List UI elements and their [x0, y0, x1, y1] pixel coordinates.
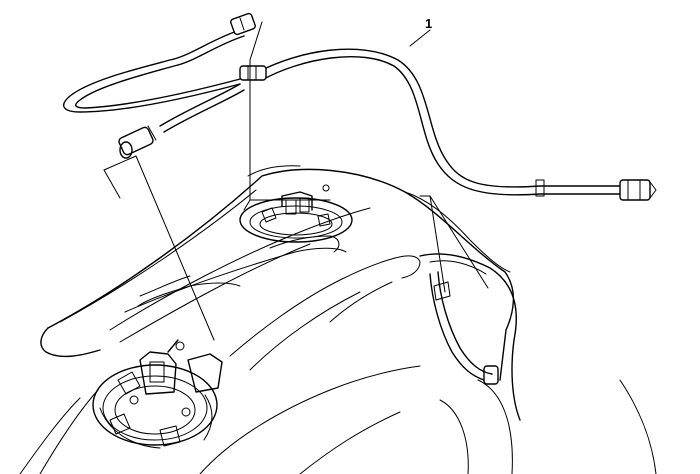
- tank-rear-connector: [429, 271, 499, 385]
- fuel-feed-pipe: [62, 12, 657, 201]
- lower-fuel-pump-module: [92, 339, 223, 449]
- upper-fuel-pump-module: [239, 184, 353, 243]
- leader-lines: [103, 21, 489, 341]
- fuel-tank: [19, 165, 657, 474]
- callout-1-label: 1: [425, 16, 432, 31]
